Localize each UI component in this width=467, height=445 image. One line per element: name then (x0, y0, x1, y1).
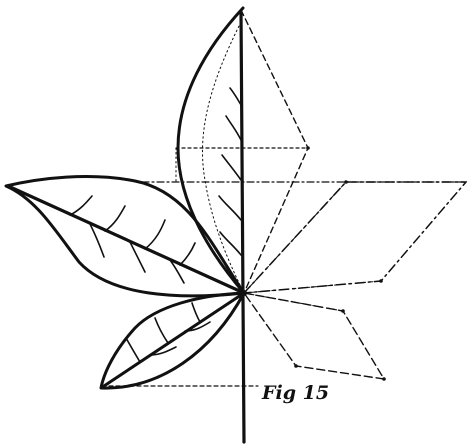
leaflet-outlines (6, 8, 244, 388)
tick-dot (379, 279, 383, 283)
figure-caption: Fig 15 (261, 382, 329, 404)
tick-dot (294, 364, 298, 368)
tick-dot (341, 309, 345, 313)
lu-vein-4 (180, 243, 195, 265)
tick-dot (382, 377, 386, 381)
construction-lines (102, 10, 466, 386)
lu-vein-3 (145, 220, 165, 249)
lu-vein-2 (105, 206, 125, 231)
lu-vein-1 (70, 196, 92, 215)
right-upper-rhombus (244, 182, 466, 293)
ray-lower (244, 293, 343, 311)
tick-dot (241, 290, 247, 296)
ll-vein-2 (155, 318, 168, 343)
top-vein-4 (226, 116, 241, 140)
construction-ticks (241, 146, 386, 381)
top-rhombus-right (241, 10, 308, 293)
top-vein-2 (219, 196, 241, 220)
tick-dot (306, 146, 310, 150)
ll-vein-3 (192, 303, 200, 322)
top-vein-3 (222, 155, 241, 180)
main-stem (241, 12, 244, 442)
tick-dot (344, 180, 348, 184)
top-vein-1 (220, 232, 241, 255)
ll-vein-1 (126, 338, 140, 362)
top-vein-5 (230, 88, 241, 105)
top-leaflet-outline (178, 8, 244, 293)
